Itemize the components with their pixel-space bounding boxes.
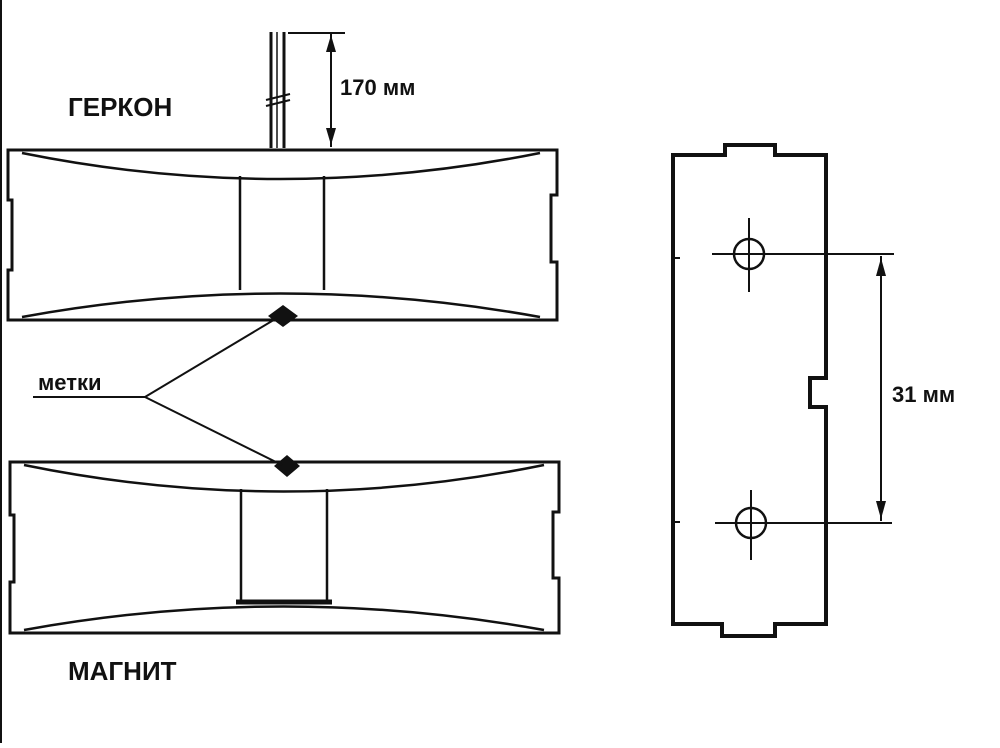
reed-switch-mark <box>268 305 298 327</box>
mounting-hole-bottom <box>715 490 892 560</box>
mounting-plate <box>671 143 828 638</box>
hole-spacing-label: 31 мм <box>892 382 955 407</box>
reed-switch-cable <box>265 32 291 148</box>
magnet-mark <box>274 455 300 477</box>
marks-leader-up <box>144 317 278 398</box>
magnet-label: МАГНИТ <box>68 656 177 686</box>
mounting-hole-top <box>712 218 894 292</box>
reed-switch-body <box>6 148 559 322</box>
plate-side-nicks <box>673 257 680 523</box>
marks-label: метки <box>38 370 102 395</box>
hole-spacing-dimension <box>876 256 886 521</box>
cable-length-label: 170 мм <box>340 75 415 100</box>
reed-switch-label: ГЕРКОН <box>68 92 172 122</box>
marks-leader-down <box>144 396 283 466</box>
cable-length-dimension <box>288 32 345 147</box>
magnet-body <box>8 460 561 635</box>
